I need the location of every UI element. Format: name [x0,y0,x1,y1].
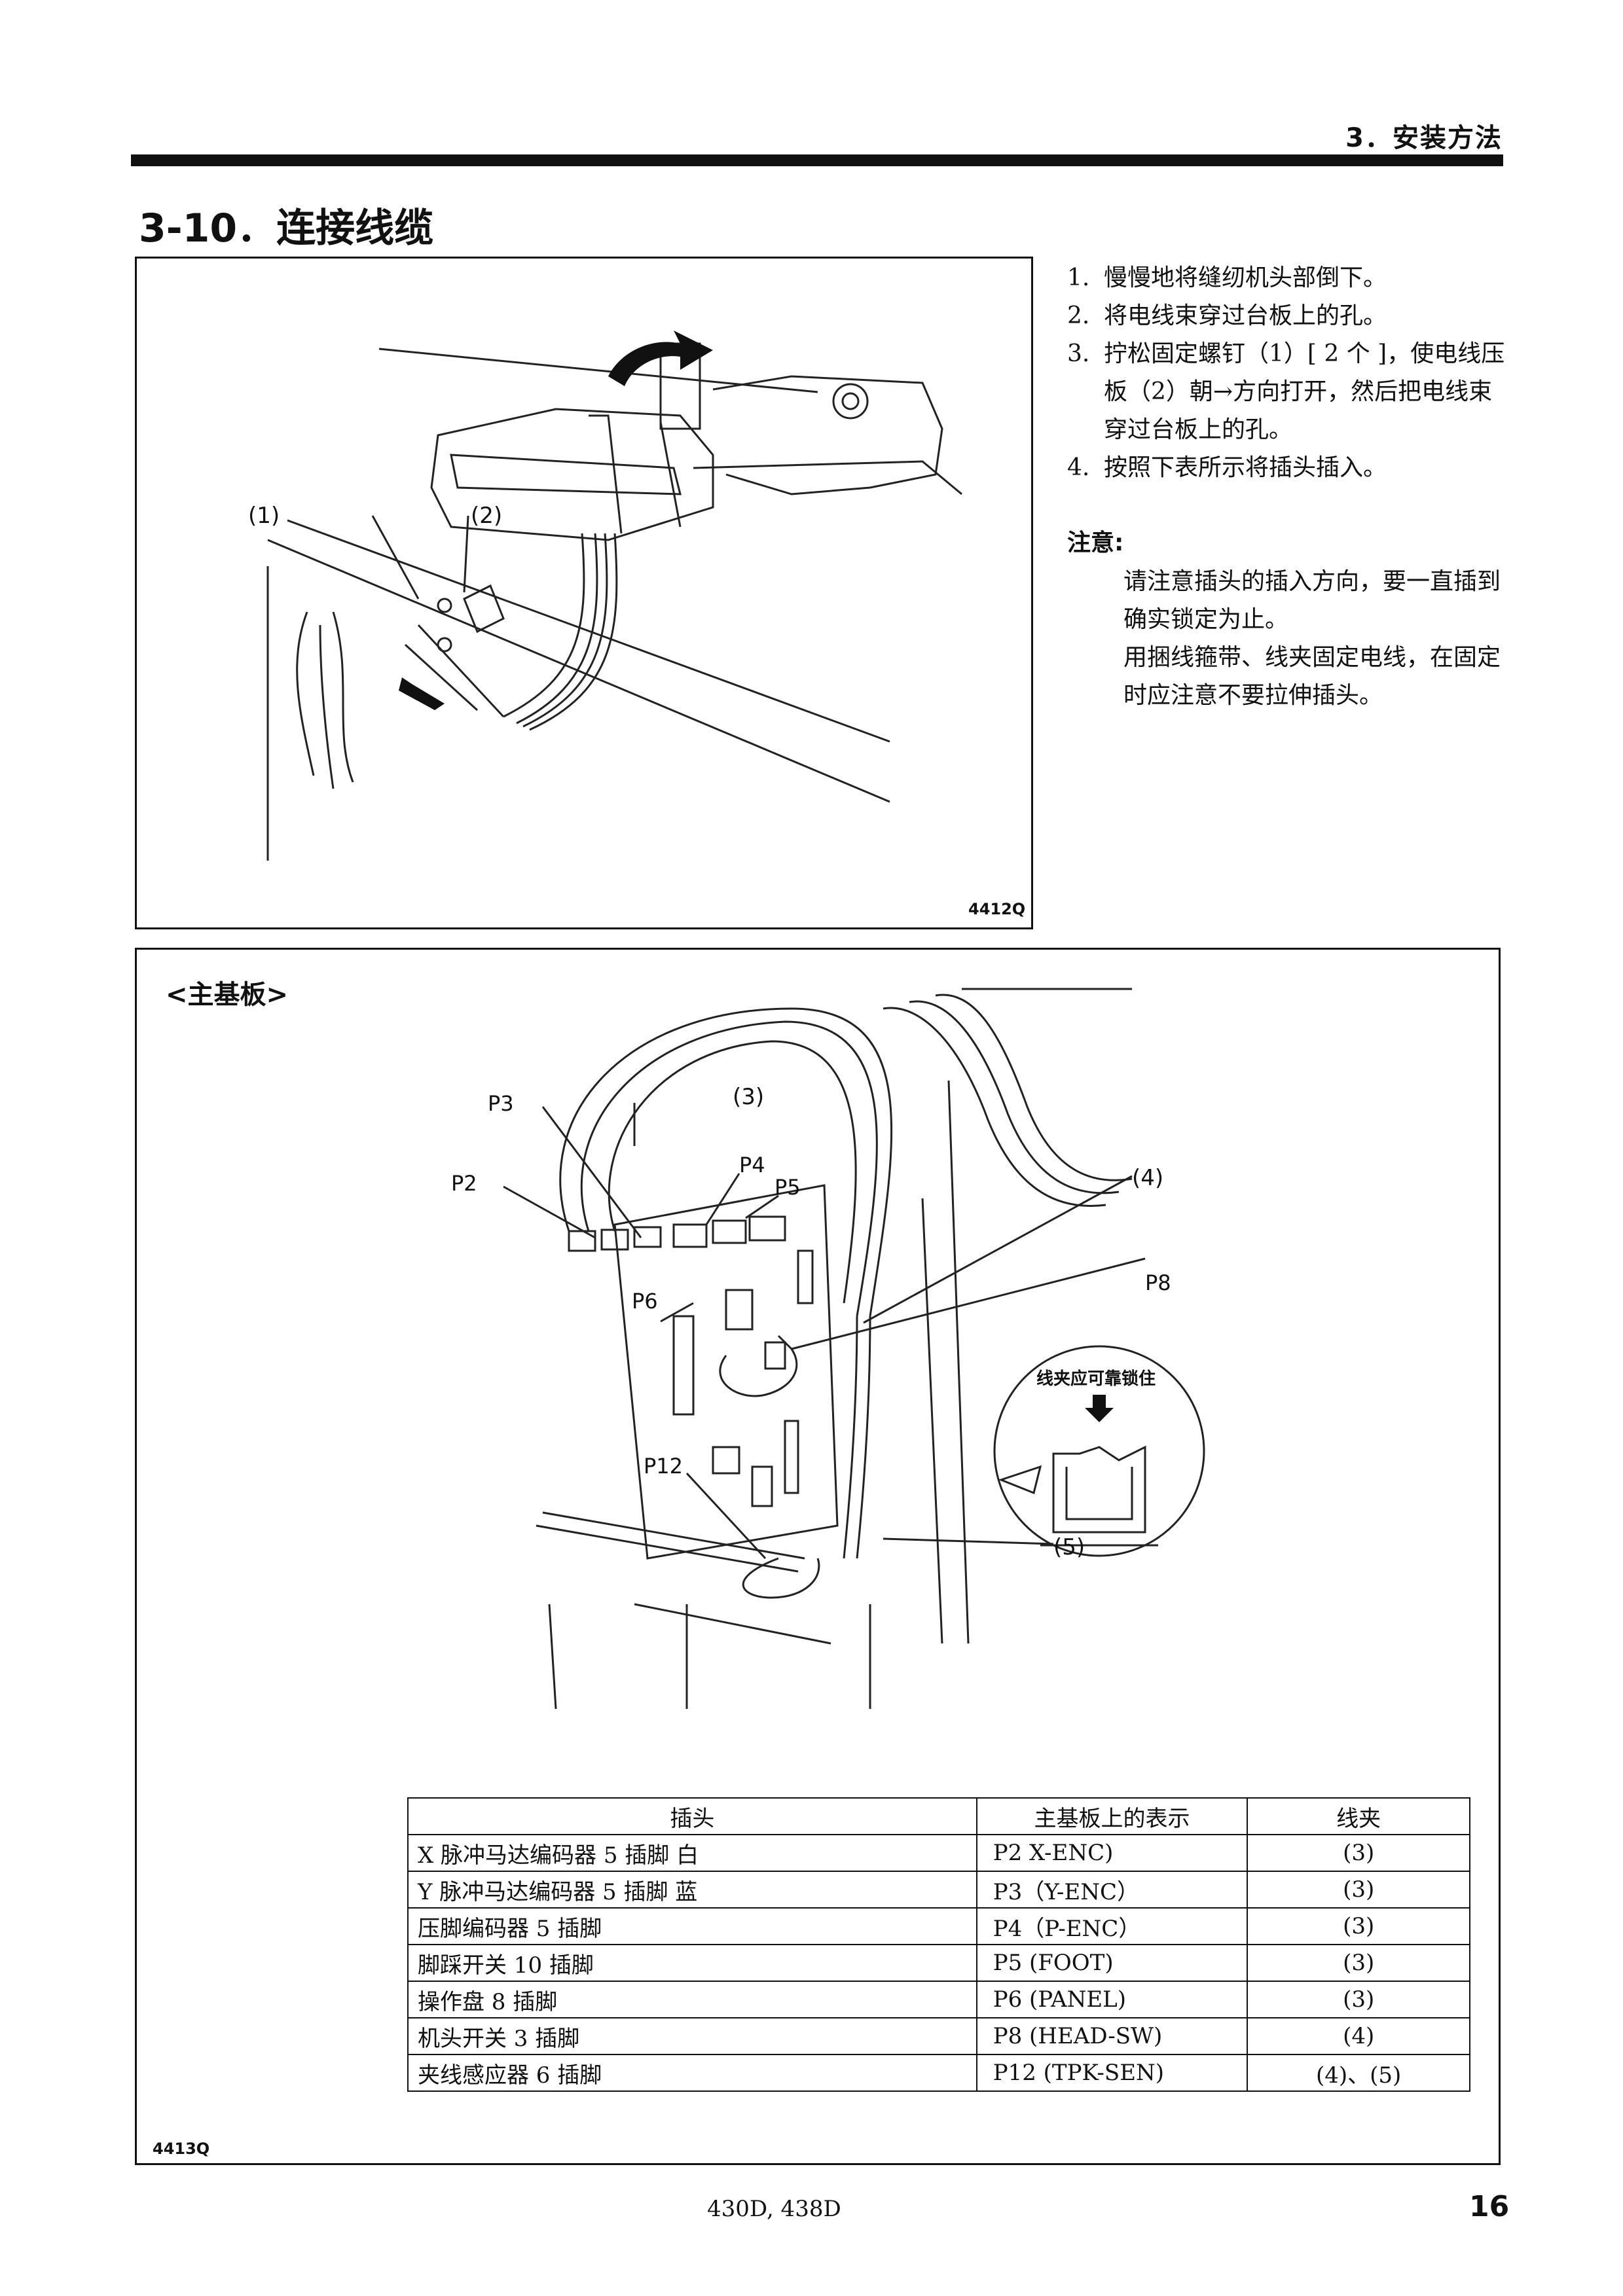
plug-cell: 脚踩开关 10 插脚 [407,1944,977,1982]
clamp-cell: (3) [1247,1834,1470,1872]
figure1-code: 4412Q [968,900,1025,918]
marking-cell: P5 (FOOT) [976,1944,1249,1982]
clamp-cell: (3) [1247,1944,1470,1982]
step-3: 3. 拧松固定螺钉（1）[ 2 个 ]，使电线压板（2）朝→方向打开，然后把电线束… [1067,335,1512,449]
plug-cell: 机头开关 3 插脚 [407,2017,977,2055]
callout-5: (5) [1053,1534,1085,1560]
section-title: 3-10．连接线缆 [139,206,434,251]
figure-cable-routing: (1) (2) 4412Q [135,257,1033,929]
callout-4: (4) [1132,1165,1163,1191]
plug-cell: 夹线感应器 6 插脚 [407,2054,977,2092]
plug-cell: X 脉冲马达编码器 5 插脚 白 [407,1834,977,1872]
label-p5: P5 [775,1175,801,1200]
header-rule [131,154,1503,166]
main-board-label: <主基板> [166,980,289,1010]
label-p8: P8 [1145,1270,1171,1295]
note-paragraph-2: 用捆线箍带、线夹固定电线，在固定时应注意不要拉伸插头。 [1123,644,1501,709]
label-p4: P4 [739,1153,765,1177]
callout-2: (2) [471,503,502,529]
step-text: 拧松固定螺钉（1）[ 2 个 ]，使电线压板（2）朝→方向打开，然后把电线束穿过… [1104,340,1505,443]
step-1: 1. 慢慢地将缝纫机头部倒下。 [1067,259,1512,297]
clamp-cell: (4)、(5) [1247,2054,1470,2092]
marking-cell: P3（Y-ENC） [976,1871,1249,1909]
label-p2: P2 [451,1171,477,1196]
callout-1: (1) [248,503,280,529]
note-body: 请注意插头的插入方向，要一直插到确实锁定为止。 用捆线箍带、线夹固定电线，在固定… [1123,563,1516,715]
note-paragraph-1: 请注意插头的插入方向，要一直插到确实锁定为止。 [1123,568,1501,633]
table-header-row: 插头 主基板上的表示 线夹 [407,1797,1470,1835]
step-text: 慢慢地将缝纫机头部倒下。 [1104,264,1387,291]
step-number: 1. [1067,264,1090,291]
marking-cell: P2 X-ENC) [976,1834,1249,1872]
clamp-cell: (4) [1247,2017,1470,2055]
plug-cell: 操作盘 8 插脚 [407,1981,977,2018]
label-p6: P6 [632,1289,658,1314]
note-title: 注意: [1067,529,1124,556]
clamp-cell: (3) [1247,1981,1470,2018]
step-4: 4. 按照下表所示将插头插入。 [1067,449,1512,487]
clamp-cell: (3) [1247,1907,1470,1945]
main-board-illustration: P3 P2 P4 P5 P6 P8 P12 (3) (4) (5) 线夹应可靠锁… [153,988,1205,2158]
label-p12: P12 [644,1454,683,1479]
marking-cell: P4（P-ENC） [976,1907,1249,1945]
inset-caption: 线夹应可靠锁住 [1036,1369,1156,1389]
plug-cell: Y 脉冲马达编码器 5 插脚 蓝 [407,1871,977,1909]
step-number: 4. [1067,454,1090,481]
clamp-cell: (3) [1247,1871,1470,1909]
header-clamp: 线夹 [1247,1797,1470,1835]
plug-cell: 压脚编码器 5 插脚 [407,1907,977,1945]
figure-main-board: <主基板> [135,948,1501,2165]
footer-model: 430D, 438D [707,2196,841,2222]
marking-cell: P12 (TPK-SEN) [976,2054,1249,2092]
step-text: 按照下表所示将插头插入。 [1104,454,1387,481]
header-board-marking: 主基板上的表示 [976,1797,1249,1835]
marking-cell: P8 (HEAD-SW) [976,2017,1249,2055]
chapter-heading: 3．安装方法 [1345,123,1503,153]
step-text: 将电线束穿过台板上的孔。 [1104,302,1387,329]
marking-cell: P6 (PANEL) [976,1981,1249,2018]
callout-3: (3) [733,1084,764,1110]
step-number: 2. [1067,302,1090,329]
header-plug: 插头 [407,1797,977,1835]
label-p3: P3 [488,1091,514,1116]
page-number: 16 [1469,2190,1510,2223]
figure2-code: 4413Q [153,2140,210,2158]
procedure-steps: 1. 慢慢地将缝纫机头部倒下。 2. 将电线束穿过台板上的孔。 3. 拧松固定螺钉（1… [1067,259,1512,487]
cable-routing-illustration: (1) (2) 4412Q [248,331,1025,918]
step-2: 2. 将电线束穿过台板上的孔。 [1067,297,1512,335]
step-number: 3. [1067,340,1090,367]
